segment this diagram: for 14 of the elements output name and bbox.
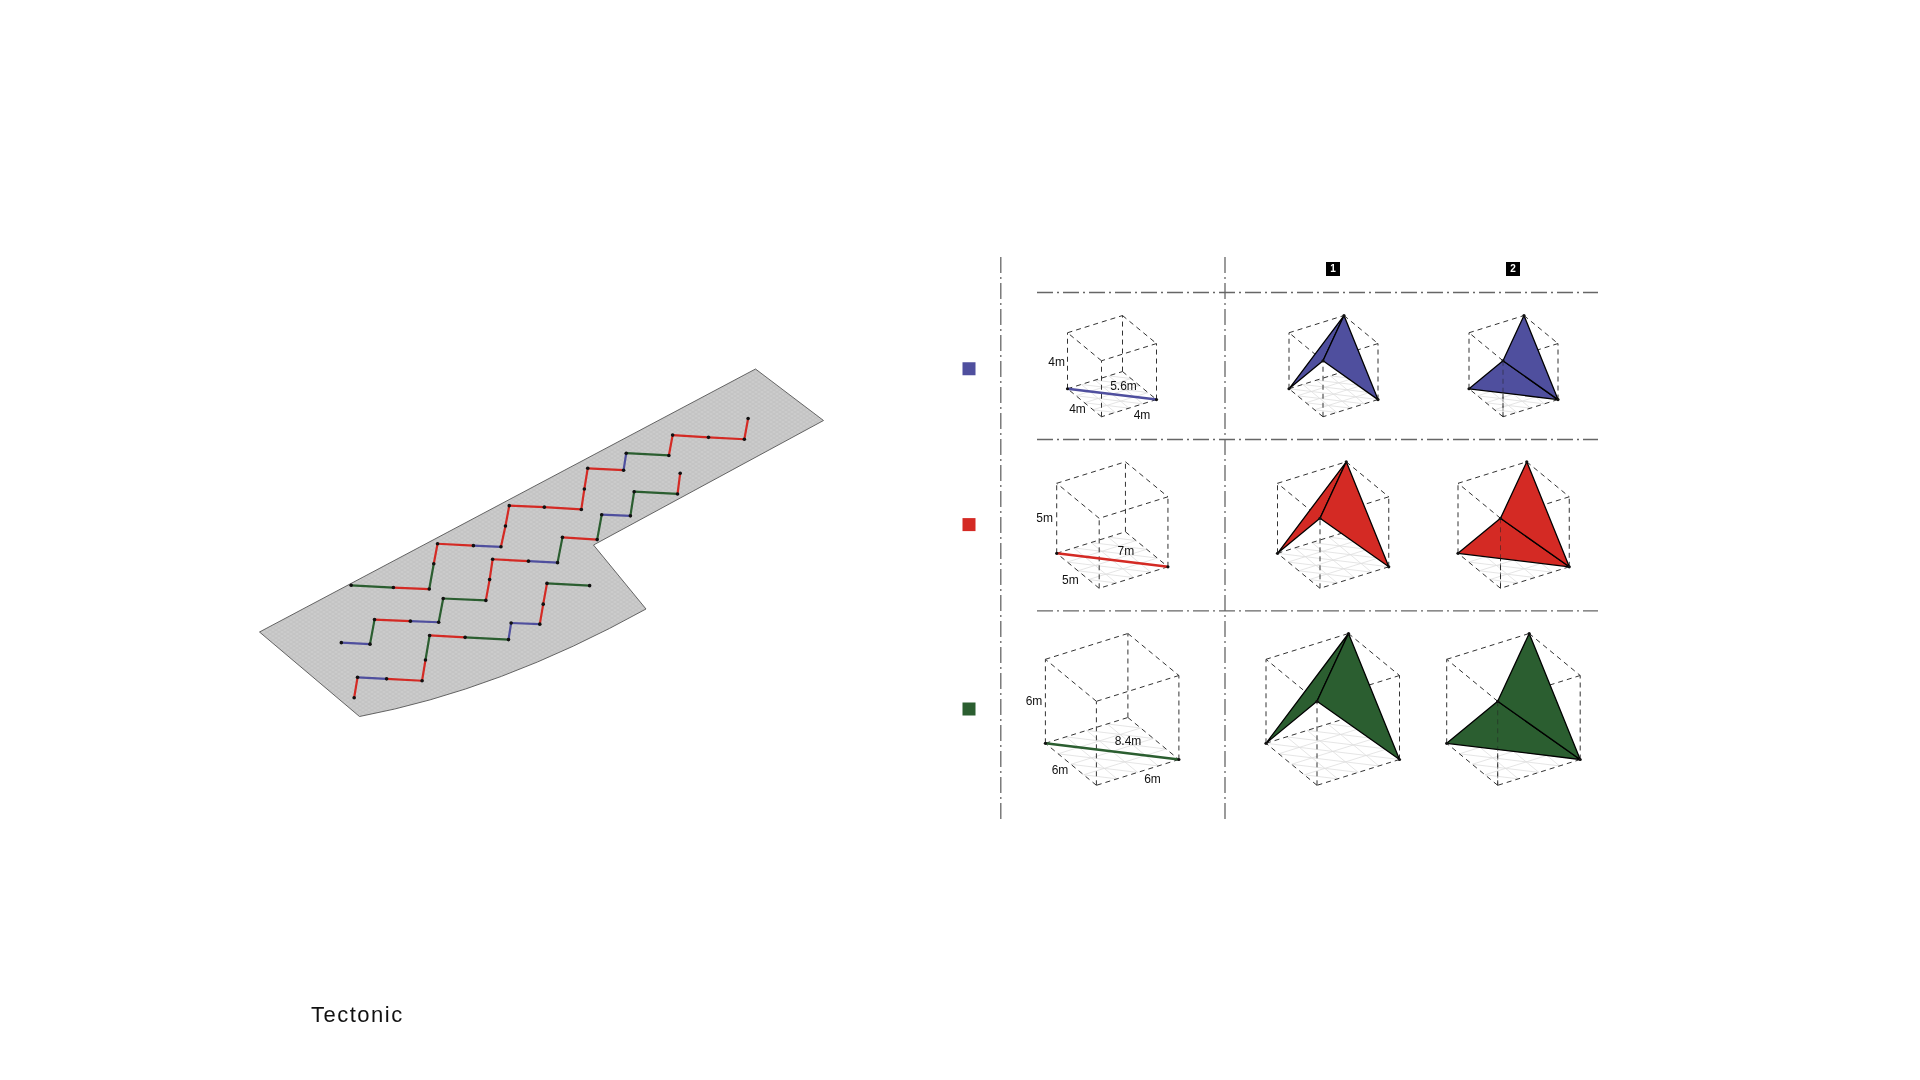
dimension-label: 7m bbox=[1117, 545, 1135, 557]
dimension-label: 4m bbox=[1048, 355, 1065, 368]
dimension-label: 4m bbox=[1133, 409, 1151, 422]
dimension-label: 4m bbox=[1069, 403, 1086, 415]
dimension-label: 5m bbox=[1036, 512, 1053, 525]
caption: Tectonic bbox=[311, 1003, 404, 1028]
dimension-label: 6m bbox=[1051, 764, 1069, 777]
dimension-label: 5m bbox=[1062, 573, 1079, 586]
dimension-label: 6m bbox=[1144, 772, 1161, 785]
dimension-label: 5.6m bbox=[1110, 380, 1137, 392]
column-number: 1 bbox=[1326, 261, 1340, 276]
dimension-label: 6m bbox=[1025, 694, 1043, 707]
dimension-label: 8.4m bbox=[1114, 735, 1142, 747]
column-number: 2 bbox=[1506, 261, 1520, 276]
